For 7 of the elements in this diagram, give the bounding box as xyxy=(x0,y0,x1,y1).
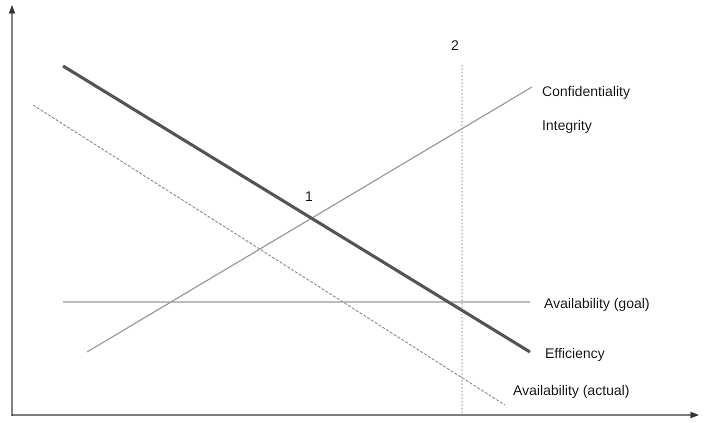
line-label: Availability (goal) xyxy=(544,295,650,311)
line-label: Efficiency xyxy=(545,345,605,361)
point-number: 2 xyxy=(451,37,459,53)
line-label: Integrity xyxy=(542,117,592,133)
line-label: Confidentiality xyxy=(542,83,630,99)
point-number: 1 xyxy=(305,188,313,204)
line-label: Availability (actual) xyxy=(513,382,630,398)
